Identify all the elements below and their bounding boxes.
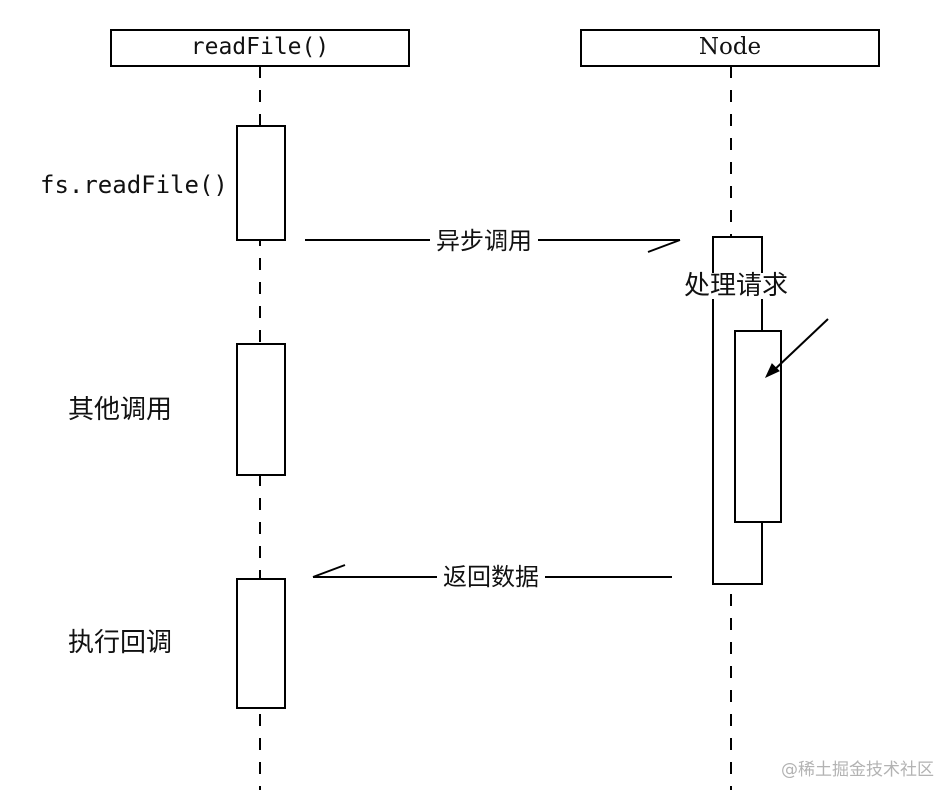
activation-label-other-calls: 其他调用	[68, 395, 173, 425]
message-label-request: 异步调用	[430, 229, 538, 253]
activation-box-readfile-3	[236, 578, 286, 709]
participant-box-node	[580, 29, 880, 67]
process-pointer-line	[771, 318, 829, 373]
message-label-response: 返回数据	[437, 565, 545, 589]
participant-box-readfile	[110, 29, 410, 67]
activation-label-execute-callback: 执行回调	[68, 628, 173, 658]
message-arrowhead-request	[647, 239, 681, 253]
participant-label-readfile: readFile()	[190, 34, 330, 60]
activation-box-node-inner	[734, 330, 782, 523]
activation-label-fs-readfile: fs.readFile()	[40, 171, 228, 199]
watermark: @稀土掘金技术社区	[781, 760, 934, 780]
message-arrowhead-response	[312, 564, 346, 578]
activation-box-readfile-2	[236, 343, 286, 476]
process-label: 处理请求	[682, 271, 791, 301]
participant-label-node: Node	[698, 34, 762, 60]
process-pointer-arrowhead	[764, 363, 780, 379]
activation-box-readfile-1	[236, 125, 286, 241]
